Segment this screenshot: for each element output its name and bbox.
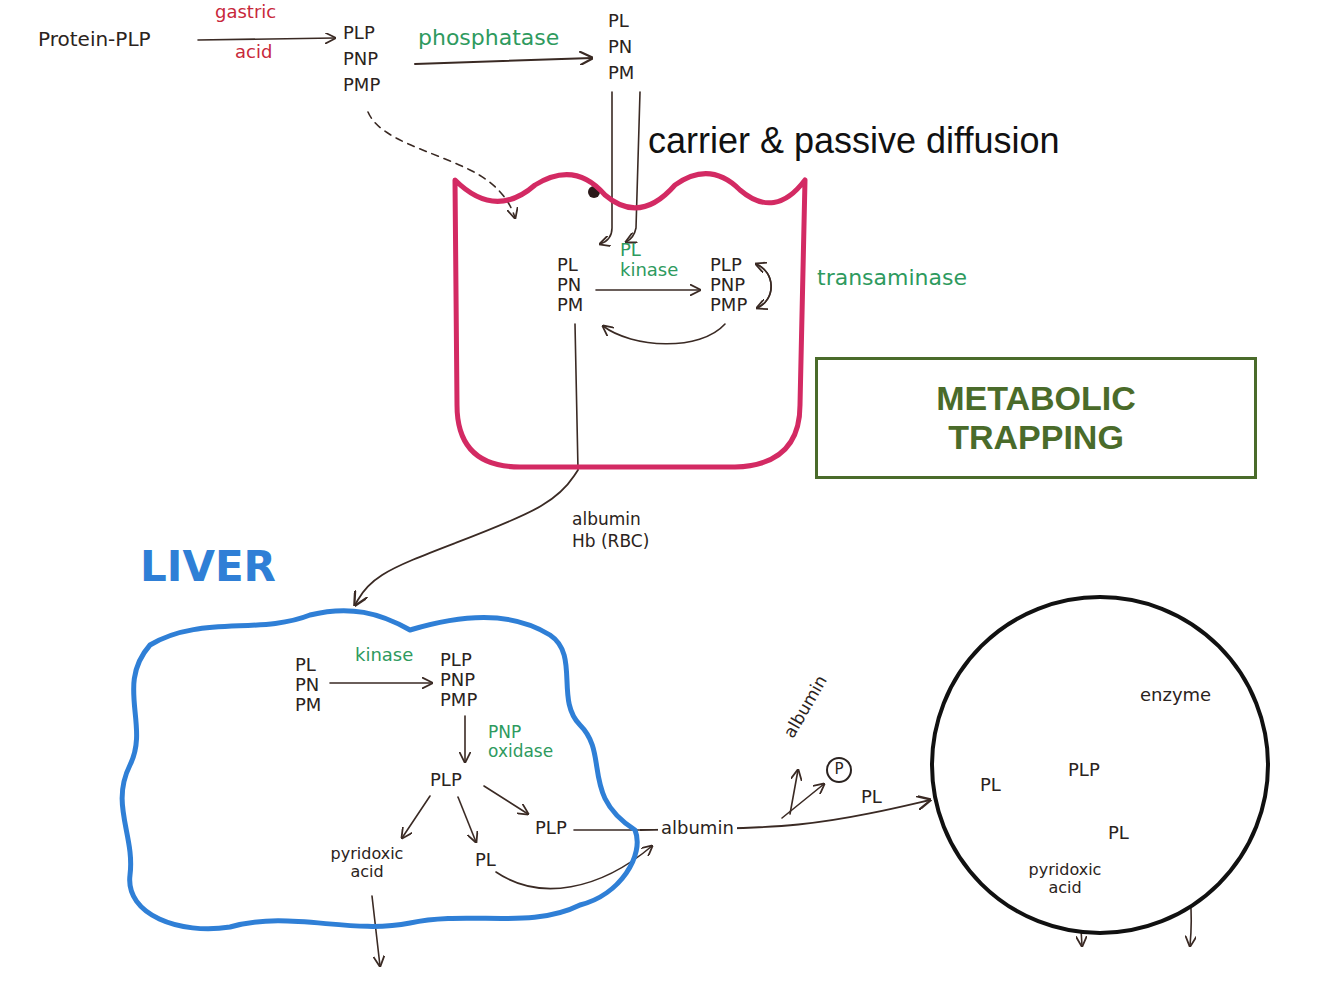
node-outline [455, 174, 805, 467]
node-text: PL kinase [620, 240, 692, 280]
node-outline [827, 758, 851, 782]
callout-box: METABOLIC TRAPPING [815, 357, 1257, 479]
free-label: PL [858, 787, 885, 808]
node-text: PLP PNP PMP [710, 255, 768, 315]
arrow-line [198, 38, 335, 40]
arrow-line [464, 716, 466, 762]
free-label: carrier & passive diffusion [648, 120, 1060, 161]
node-text: PL PN PM [295, 655, 335, 715]
free-label: albumin [658, 818, 737, 839]
free-label: phosphatase [418, 25, 559, 50]
node-text: transaminase [817, 265, 967, 290]
node-text: P [834, 761, 843, 778]
free-label: PL PN PM [608, 8, 648, 86]
free-label: PLP PNP PMP [343, 20, 401, 98]
node-text: PL [980, 775, 1001, 796]
node-text: PLP [430, 770, 462, 791]
free-label: Protein-PLP [38, 28, 151, 51]
node-text: PLP [535, 818, 567, 839]
node-text: enzyme [1140, 685, 1211, 706]
arrow-line [458, 797, 476, 842]
node-text: PL PN PM [557, 255, 597, 315]
arrow-line [782, 784, 824, 818]
arrow-line [626, 92, 640, 242]
arrow-line [596, 289, 700, 291]
intestinal-cell: PL PN PMPL kinasePLP PNP PMPtransaminase [445, 165, 810, 470]
node-outline [445, 165, 810, 470]
arrow-line [484, 786, 528, 814]
free-label: acid [235, 42, 272, 63]
arrow-line [756, 264, 771, 308]
node-text: METABOLIC TRAPPING [876, 379, 1196, 457]
node-text: LIVER [140, 543, 276, 591]
arrow-line [790, 770, 798, 814]
node-outline [930, 595, 1270, 935]
target-cell: PLPLPenzymePLpyridoxic acid [930, 595, 1270, 935]
arrow-line [600, 92, 612, 244]
arrow-line [415, 58, 592, 64]
node-outline [122, 611, 637, 929]
arrow-line [372, 896, 380, 966]
arrow-line [756, 264, 771, 308]
node-text: PL [1108, 823, 1129, 844]
node-outline [932, 597, 1268, 933]
phosphate-circle: P [826, 757, 852, 783]
node-text: kinase [355, 645, 413, 666]
free-label: albumin [780, 672, 831, 741]
node-text: PL [475, 850, 496, 871]
arrow-line [330, 682, 432, 684]
arrow-line [575, 324, 578, 470]
node-text: PLP [1068, 760, 1100, 781]
node-text: pyridoxic acid [325, 845, 409, 881]
node-text: PNP oxidase [488, 723, 568, 761]
arrow-line [402, 796, 430, 838]
node-text: pyridoxic acid [1022, 861, 1108, 897]
arrow-line [603, 324, 725, 344]
free-label: gastric [215, 2, 276, 23]
liver-outline: LIVERPL PN PMkinasePLP PNP PMPPNP oxidas… [110, 605, 640, 935]
flow-arrow [355, 470, 578, 605]
node-text: PLP PNP PMP [440, 650, 498, 710]
free-label: albumin Hb (RBC) [572, 508, 662, 552]
